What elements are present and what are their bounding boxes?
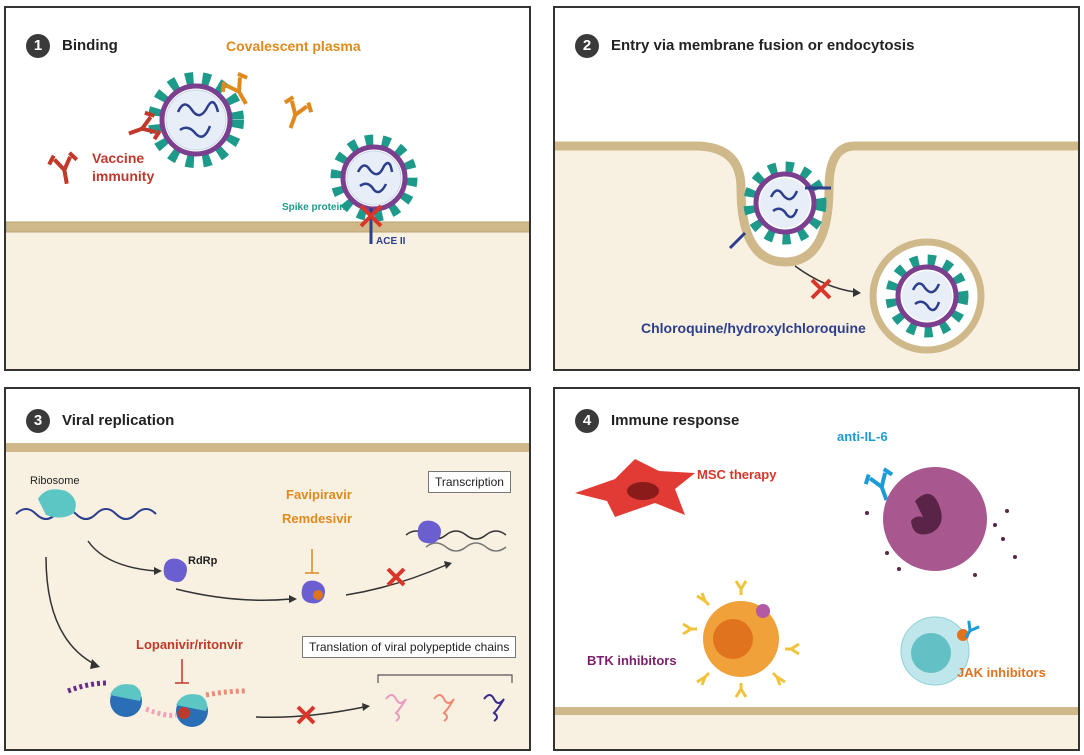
mrna-strand bbox=[15, 508, 157, 520]
translation-label: Translation of viral polypeptide chains bbox=[302, 636, 517, 658]
antibody-icon bbox=[283, 95, 314, 129]
block-x-icon bbox=[810, 278, 832, 300]
cell-cytoplasm bbox=[6, 228, 529, 369]
binding-illustration bbox=[6, 72, 529, 369]
polypeptide-icon bbox=[433, 694, 455, 722]
antibody-icon bbox=[47, 151, 79, 185]
immunity-label: immunity bbox=[92, 168, 155, 184]
ace2-label: ACE II bbox=[376, 236, 406, 247]
block-x-icon bbox=[386, 567, 406, 587]
polypeptide-icon bbox=[483, 694, 505, 722]
virus-particle bbox=[743, 161, 827, 245]
anti-il6-label: anti-IL-6 bbox=[837, 429, 888, 444]
rdrp-icon bbox=[163, 558, 187, 583]
entry-illustration bbox=[555, 141, 1078, 369]
panel-replication: 3 Viral replication Ribosome RdRp Favipi… bbox=[4, 387, 531, 751]
cell-membrane bbox=[6, 221, 529, 233]
cell-membrane bbox=[555, 707, 1078, 715]
transcription-label: Transcription bbox=[428, 471, 511, 493]
favipiravir-label: Favipiravir bbox=[286, 487, 352, 502]
cell-membrane bbox=[555, 141, 1078, 267]
immune-illustration bbox=[555, 459, 1078, 749]
lopinavir-label: Lopanivir/ritonvir bbox=[136, 637, 243, 652]
antibody-icon bbox=[863, 467, 894, 501]
step-number-1: 1 bbox=[26, 34, 50, 58]
btk-inhibitors-label: BTK inhibitors bbox=[587, 653, 677, 668]
panel-title-binding: Binding bbox=[62, 37, 118, 54]
panel-entry: 2 Entry via membrane fusion or endocytos… bbox=[553, 6, 1080, 371]
vaccine-label: Vaccine bbox=[92, 150, 145, 166]
endosome bbox=[869, 238, 985, 354]
step-number-2: 2 bbox=[575, 34, 599, 58]
chloroquine-label: Chloroquine/hydroxylchloroquine bbox=[641, 320, 866, 336]
rdrp-label: RdRp bbox=[188, 555, 218, 567]
ribosome-label: Ribosome bbox=[30, 475, 80, 487]
virus-particle bbox=[148, 72, 244, 168]
spike-protein-label: Spike protein bbox=[282, 202, 346, 213]
polypeptide-icon bbox=[385, 694, 407, 722]
block-x-icon bbox=[296, 705, 316, 725]
jak-inhibitors-label: JAK inhibitors bbox=[957, 665, 1046, 680]
remdesivir-label: Remdesivir bbox=[282, 511, 353, 526]
convalescent-plasma-label: Covalescent plasma bbox=[226, 38, 361, 54]
replication-illustration bbox=[6, 443, 529, 749]
cell-cytoplasm bbox=[6, 451, 529, 749]
cell-membrane bbox=[6, 443, 529, 452]
panel-title-entry: Entry via membrane fusion or endocytosis bbox=[611, 37, 915, 54]
panel-title-immune: Immune response bbox=[611, 412, 740, 429]
virus-particle bbox=[330, 134, 418, 222]
ribosome-icon bbox=[38, 489, 76, 518]
step-number-4: 4 bbox=[575, 409, 599, 433]
block-x-icon bbox=[359, 204, 383, 228]
step-number-3: 3 bbox=[26, 409, 50, 433]
panel-title-replication: Viral replication bbox=[62, 412, 175, 429]
antibody-icon bbox=[128, 110, 162, 141]
cell-cytoplasm bbox=[555, 713, 1078, 749]
msc-therapy-label: MSC therapy bbox=[697, 467, 777, 482]
antibody-icon bbox=[220, 72, 248, 105]
panel-binding: 1 Binding Covalescent plasma Vaccine imm… bbox=[4, 6, 531, 371]
panel-immune: 4 Immune response MSC therapy anti-IL-6 … bbox=[553, 387, 1080, 751]
